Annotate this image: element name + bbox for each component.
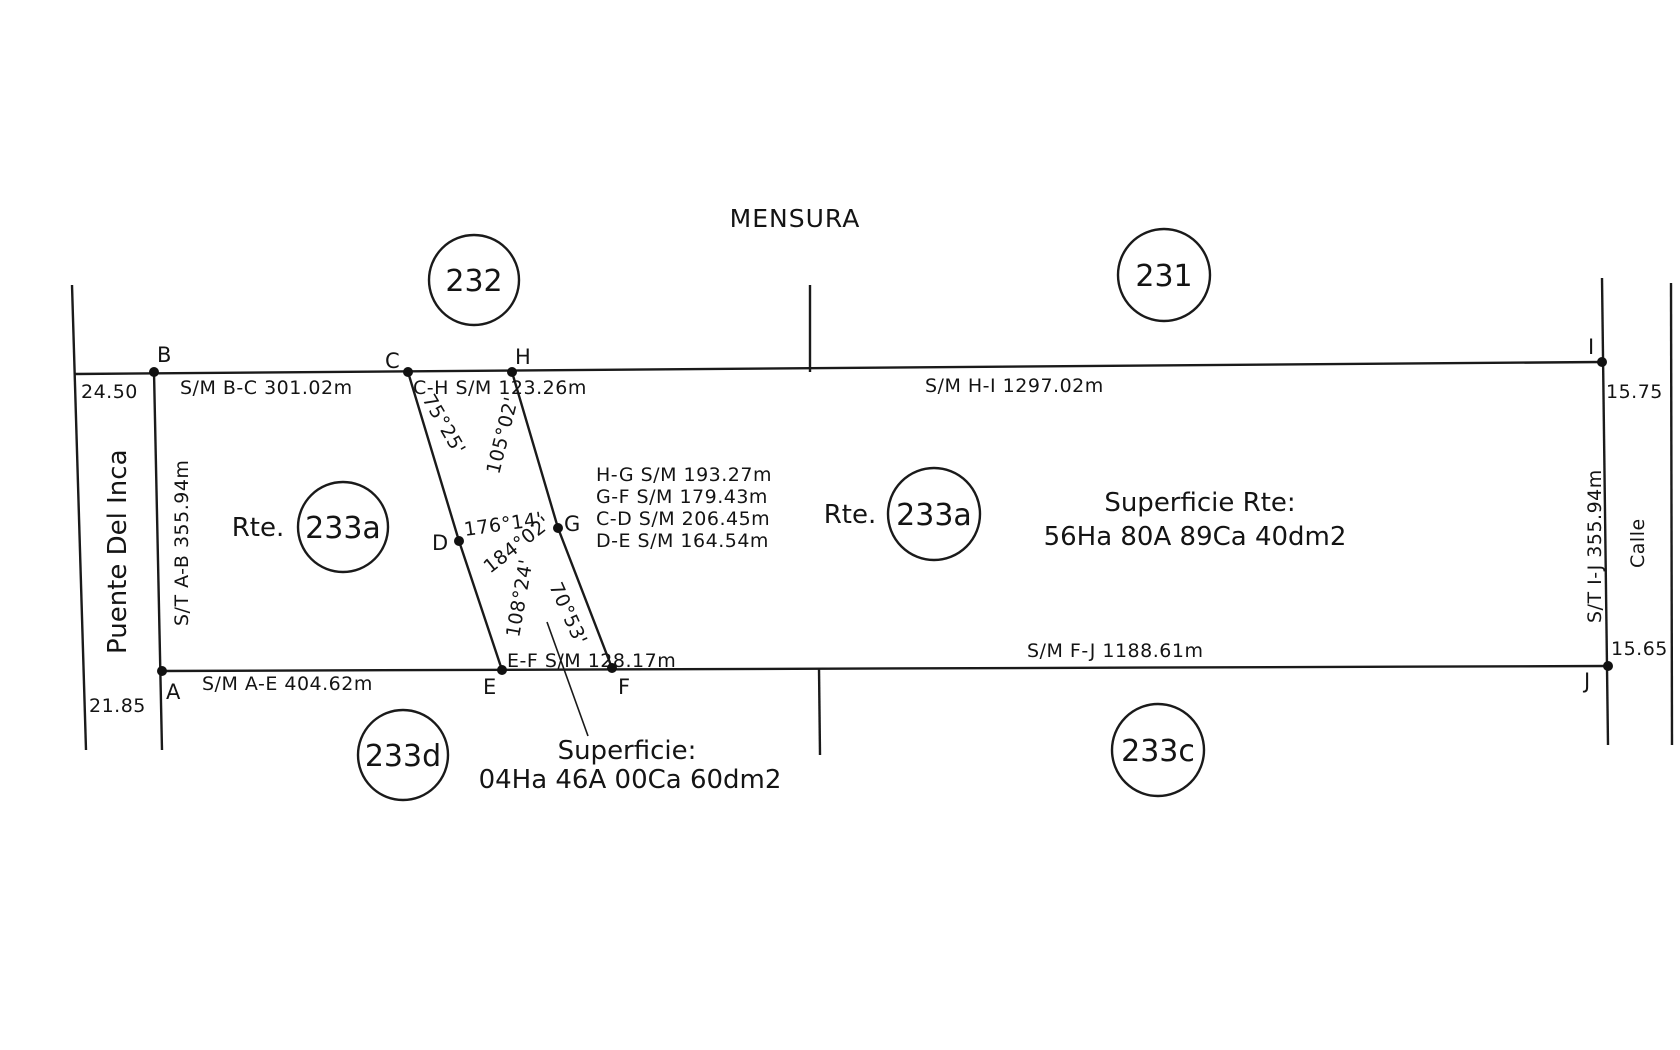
lower-lot-divider: [817, 667, 822, 756]
measure-d-e: D-E S/M 164.54m: [596, 530, 769, 552]
width-b: 24.50: [81, 381, 138, 403]
measure-h-g: H-G S/M 193.27m: [596, 464, 772, 486]
vertex-d: [454, 536, 464, 546]
right-street-line: [1669, 282, 1674, 746]
left-street-line: [70, 284, 88, 751]
surface-rte-value: 56Ha 80A 89Ca 40dm2: [1044, 522, 1347, 552]
lot-233c: 233c: [1121, 734, 1195, 769]
street-left: Puente Del Inca: [103, 449, 133, 654]
width-j: 15.65: [1611, 638, 1668, 660]
angle-c: 75°25': [418, 391, 470, 459]
width-i: 15.75: [1606, 381, 1663, 403]
lot-232: 232: [445, 264, 502, 299]
angle-f: 70°53': [544, 579, 591, 648]
point-label-d: D: [432, 531, 448, 555]
measure-c-h: C-H S/M 123.26m: [413, 377, 587, 399]
lot-circle-233a-right: [886, 466, 982, 562]
lot-circle-231: [1116, 227, 1212, 323]
plan-title: MENSURA: [730, 204, 861, 233]
angle-h: 105°02': [483, 395, 523, 477]
lot-rte-prefix-left: Rte.: [232, 513, 285, 543]
vertex-b: [149, 367, 159, 377]
point-label-h: H: [515, 345, 531, 369]
surface-rte-label: Superficie Rte:: [1104, 488, 1295, 518]
lot-circle-233a-left: [296, 480, 390, 574]
measure-a-e: S/M A-E 404.62m: [202, 673, 373, 695]
measure-c-d: C-D S/M 206.45m: [596, 508, 770, 530]
vertex-i: [1597, 357, 1607, 367]
lot-233d: 233d: [365, 739, 441, 774]
point-label-g: G: [564, 512, 580, 536]
line-top: [74, 360, 1603, 376]
vertex-h: [507, 367, 517, 377]
vertex-j: [1603, 661, 1613, 671]
lot-circle-232: [427, 233, 521, 327]
point-label-a: A: [166, 680, 181, 704]
lot-233a-left: 233a: [305, 511, 381, 546]
lot-rte-prefix-right: Rte.: [824, 500, 877, 530]
point-label-f: F: [618, 675, 630, 699]
width-a: 21.85: [89, 695, 146, 717]
surface-label: Superficie:: [558, 736, 697, 766]
angle-e: 108°24': [502, 558, 537, 639]
lot-circle-233d: [356, 708, 450, 802]
vertex-g: [553, 523, 563, 533]
point-label-e: E: [483, 675, 496, 699]
point-label-b: B: [157, 343, 171, 367]
measure-h-i: S/M H-I 1297.02m: [925, 375, 1104, 397]
vertex-a: [157, 666, 167, 676]
measure-f-j: S/M F-J 1188.61m: [1027, 640, 1203, 662]
lot-circle-233c: [1110, 702, 1206, 798]
measure-i-j: S/T I-J 355.94m: [1584, 469, 1606, 623]
measure-a-b: S/T A-B 355.94m: [171, 460, 193, 626]
measure-e-f: E-F S/M 128.17m: [507, 650, 676, 672]
lot-231: 231: [1135, 259, 1192, 294]
measure-g-f: G-F S/M 179.43m: [596, 486, 768, 508]
vertex-c: [403, 367, 413, 377]
point-label-c: C: [385, 349, 400, 373]
point-label-j: J: [1582, 669, 1590, 693]
vertex-e: [497, 665, 507, 675]
line-a-b: [152, 371, 164, 751]
street-right: Calle: [1627, 518, 1649, 568]
line-bottom: [159, 664, 1609, 673]
point-label-i: I: [1588, 335, 1594, 359]
surface-leader-line: [546, 621, 589, 737]
surface-value: 04Ha 46A 00Ca 60dm2: [479, 765, 782, 795]
lot-233a-right: 233a: [896, 498, 972, 533]
measure-b-c: S/M B-C 301.02m: [180, 377, 353, 399]
vertex-f: [607, 663, 617, 673]
